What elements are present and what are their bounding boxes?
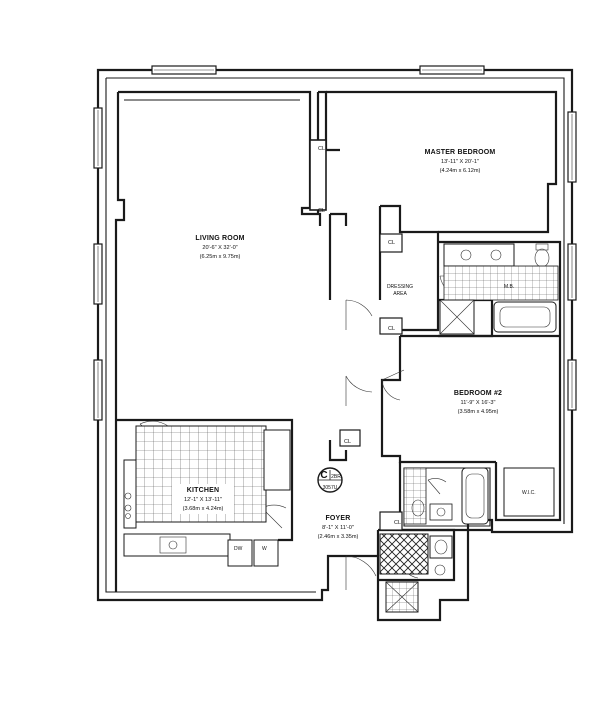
unit-tag-labels: C 2BR 3057U — [320, 470, 341, 491]
master-bedroom-dim-imperial: 13'-11" X 20'-1" — [441, 159, 479, 165]
master-bedroom-dim-metric: (4.24m x 6.12m) — [440, 168, 481, 174]
kitchen-dim-imperial: 12'-1" X 13'-11" — [184, 497, 222, 503]
foyer-label: FOYER 8'-1" X 11'-0" (2.46m x 3.35m) — [318, 515, 359, 540]
bedroom-two-dim-imperial: 11'-9" X 16'-3" — [461, 400, 496, 406]
foyer-name: FOYER — [325, 515, 350, 522]
living-room-dim-metric: (6.25m x 9.75m) — [200, 254, 241, 260]
kitchen-dim-metric: (3.68m x 4.24m) — [183, 506, 224, 512]
master-bedroom-label: MASTER BEDROOM 13'-11" X 20'-1" (4.24m x… — [425, 149, 496, 174]
living-room-walls — [114, 90, 322, 420]
closets — [309, 139, 555, 531]
kitchen-label: KITCHEN 12'-1" X 13'-11" (3.68m x 4.24m) — [172, 484, 234, 514]
living-room-label: LIVING ROOM 20'-6" X 32'-0" (6.25m x 9.7… — [195, 235, 244, 260]
outer-walls — [96, 68, 574, 622]
bath-two — [403, 467, 489, 525]
bedroom-two-label: BEDROOM #2 11'-9" X 16'-3" (3.58m x 4.95… — [454, 390, 502, 415]
washer-label: W — [262, 546, 267, 552]
foyer-dim-imperial: 8'-1" X 11'-0" — [322, 525, 354, 531]
dressing-sub: AREA — [393, 291, 407, 297]
walk-in-closet-label: W.I.C. — [522, 490, 536, 496]
foyer-dim-metric: (2.46m x 3.35m) — [318, 534, 359, 540]
living-room-name: LIVING ROOM — [195, 235, 244, 242]
closet-label-5: CL — [344, 439, 351, 445]
unit-number: 3057U — [323, 485, 338, 491]
dishwasher-label: DW — [234, 546, 243, 552]
master-bath-label: M.B. — [504, 284, 514, 290]
closet-label-4: CL — [388, 326, 395, 332]
unit-type: 2BR — [331, 474, 341, 480]
closet-label-1: CL — [318, 146, 325, 152]
kitchen-name: KITCHEN — [187, 487, 220, 494]
interior-walls — [114, 90, 562, 592]
master-bath — [439, 243, 559, 335]
dressing-area-label: DRESSING AREA — [387, 284, 413, 297]
windows — [93, 65, 577, 421]
dressing-name: DRESSING — [387, 284, 413, 290]
master-bedroom-name: MASTER BEDROOM — [425, 149, 496, 156]
unit-letter: C — [320, 470, 327, 481]
closet-label-2: CL — [318, 208, 325, 214]
fixture-labels: CL CL CL CL CL CL M.B. W.I.C. DW W — [234, 146, 536, 552]
bedroom-two-dim-metric: (3.58m x 4.95m) — [458, 409, 499, 415]
powder-room — [379, 533, 453, 613]
living-room-dim-imperial: 20'-6" X 32'-0" — [202, 245, 237, 251]
unit-tag — [317, 467, 343, 493]
closet-label-3: CL — [388, 240, 395, 246]
closet-label-6: CL — [394, 520, 401, 526]
bedroom-two-name: BEDROOM #2 — [454, 390, 502, 397]
